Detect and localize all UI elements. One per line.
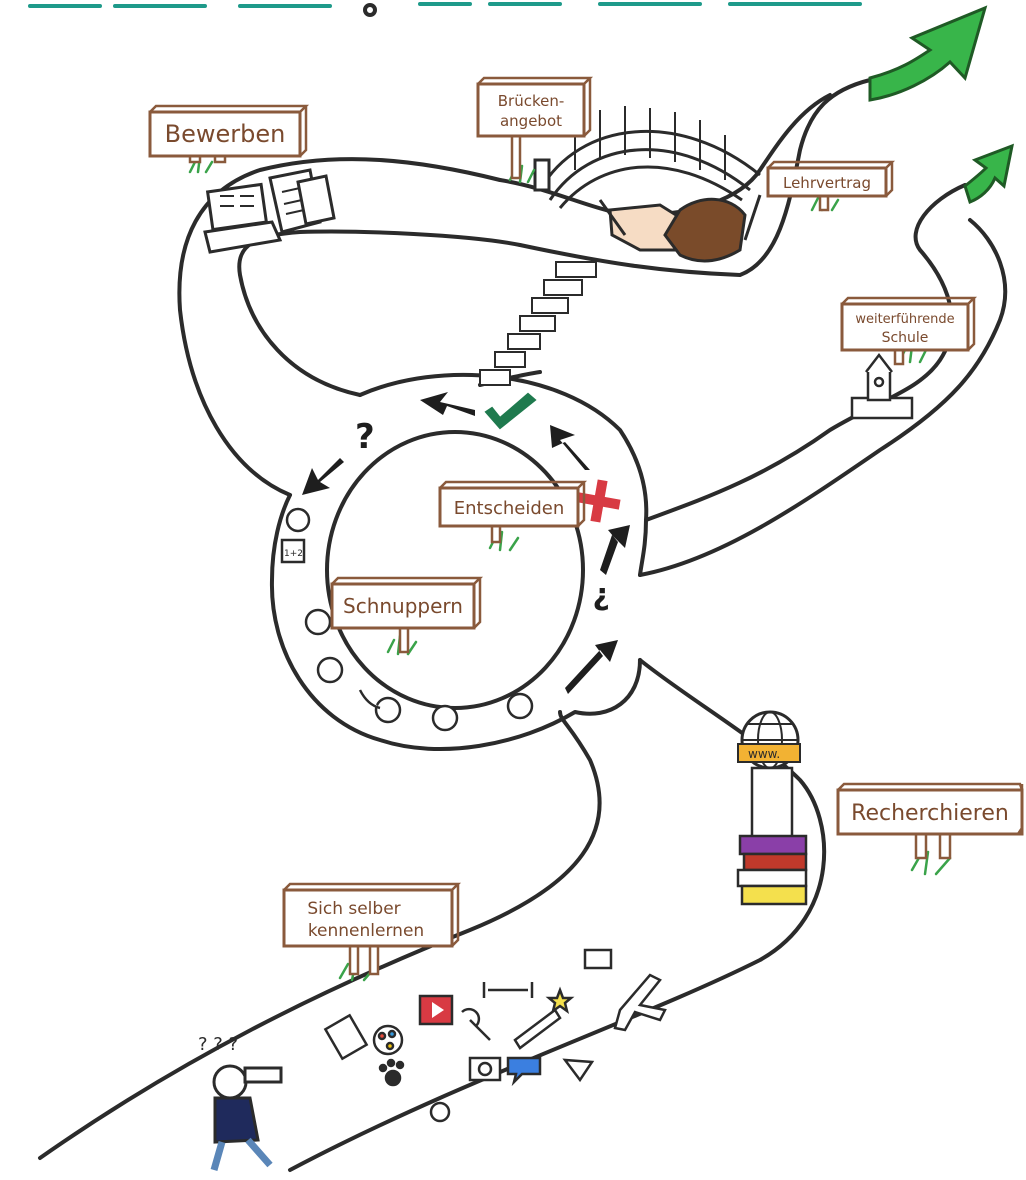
- road-network: [38, 78, 1008, 1172]
- globe-icon: www.: [737, 710, 801, 840]
- person-icon: [506, 692, 534, 720]
- books-icon: [736, 834, 808, 906]
- sign-entscheiden-label: Entscheiden: [454, 498, 565, 519]
- arrow-up-green-small: [963, 143, 1015, 204]
- sign-sich-selber-kennenlernen: Sich selber kennenlernen: [282, 882, 462, 976]
- chat-bubble-icon: [506, 1056, 542, 1087]
- laptop-icon: [203, 182, 283, 254]
- arrow-dark-4: [420, 392, 475, 416]
- road-loop-outer: [177, 157, 502, 497]
- success-arrows: [868, 5, 1015, 204]
- stairs-icon: [479, 261, 597, 386]
- badge-label: 1+2: [284, 549, 303, 559]
- people-icons: [280, 507, 534, 732]
- paw-icon: [384, 1069, 402, 1087]
- sign-bruecken-line2: angebot: [500, 112, 562, 130]
- sign-weiterfuehrende-line2: Schule: [882, 330, 929, 346]
- badge-icon: [280, 538, 306, 564]
- road-bottom-left-edge: [38, 710, 602, 1160]
- document-icon: [323, 1013, 369, 1061]
- school-icon: [850, 352, 914, 420]
- palette-icon: [372, 1024, 404, 1056]
- arrow-dark-5: [302, 458, 344, 495]
- monitor-icon: [583, 948, 613, 970]
- arrow-dark-3: [550, 425, 590, 470]
- roundabout-outer: [269, 493, 642, 751]
- roundabout-outer-top: [358, 372, 649, 577]
- handshake-icon: [598, 194, 762, 263]
- person-icon: [316, 656, 344, 684]
- cross-icon: [577, 479, 621, 523]
- hobby-icons: [323, 948, 667, 1123]
- person-icon: [431, 704, 459, 732]
- question-mark-top: ?: [355, 417, 375, 457]
- dumbbell-icon: [482, 982, 534, 998]
- thinker-question-marks: ? ? ?: [198, 1034, 238, 1055]
- document-icon: [268, 168, 336, 234]
- bridge-icon: [533, 106, 761, 209]
- sign-weiterfuehrende-line1: weiterführende: [855, 312, 954, 327]
- sign-bruecken-line1: Brücken-: [498, 92, 565, 110]
- sign-brueckenangebot: Brücken- angebot: [476, 76, 594, 180]
- sign-recherchieren-label: Recherchieren: [851, 801, 1009, 826]
- sign-sich-line1: Sich selber: [307, 899, 400, 919]
- sign-schnuppern-label: Schnuppern: [343, 594, 463, 618]
- road-top-outer: [518, 78, 872, 277]
- road-right-branch-lower: [638, 218, 1008, 577]
- ice-cream-icon: [562, 1058, 595, 1083]
- sign-lehrvertrag-label: Lehrvertrag: [783, 174, 871, 192]
- road-right-branch-upper: [644, 183, 967, 522]
- sign-bewerben: Bewerben: [148, 104, 310, 164]
- microphone-icon: [461, 1007, 491, 1041]
- road-loop-inner: [237, 229, 522, 397]
- roundabout-inner: [325, 430, 585, 710]
- check-icon: [484, 392, 537, 430]
- person-icon: [304, 608, 332, 636]
- question-mark-right: ?: [593, 580, 610, 615]
- sign-weiterfuehrende-schule: weiterführende Schule: [840, 296, 978, 366]
- arrow-dark-2: [600, 525, 630, 575]
- sign-sich-line2: kennenlernen: [308, 921, 424, 941]
- sign-lehrvertrag: Lehrvertrag: [766, 160, 896, 212]
- cropped-heading: [28, 2, 862, 17]
- binoculars-icon: [210, 1064, 283, 1171]
- arrow-dark-1: [565, 640, 618, 694]
- sign-bewerben-label: Bewerben: [165, 120, 286, 148]
- sign-entscheiden: Entscheiden: [438, 480, 588, 544]
- person-icon: [285, 507, 311, 533]
- arrow-up-green-large: [868, 5, 988, 102]
- telescope-icon: [513, 1008, 562, 1050]
- airplane-icon: [613, 973, 667, 1032]
- sign-schnuppern: Schnuppern: [330, 576, 484, 654]
- sign-recherchieren: Recherchieren: [836, 782, 1024, 860]
- stars-icon: [545, 986, 575, 1014]
- globe-label: www.: [748, 747, 780, 761]
- ball-icon: [429, 1101, 451, 1123]
- person-icon: [374, 696, 402, 724]
- roundabout-arrows: [302, 392, 630, 694]
